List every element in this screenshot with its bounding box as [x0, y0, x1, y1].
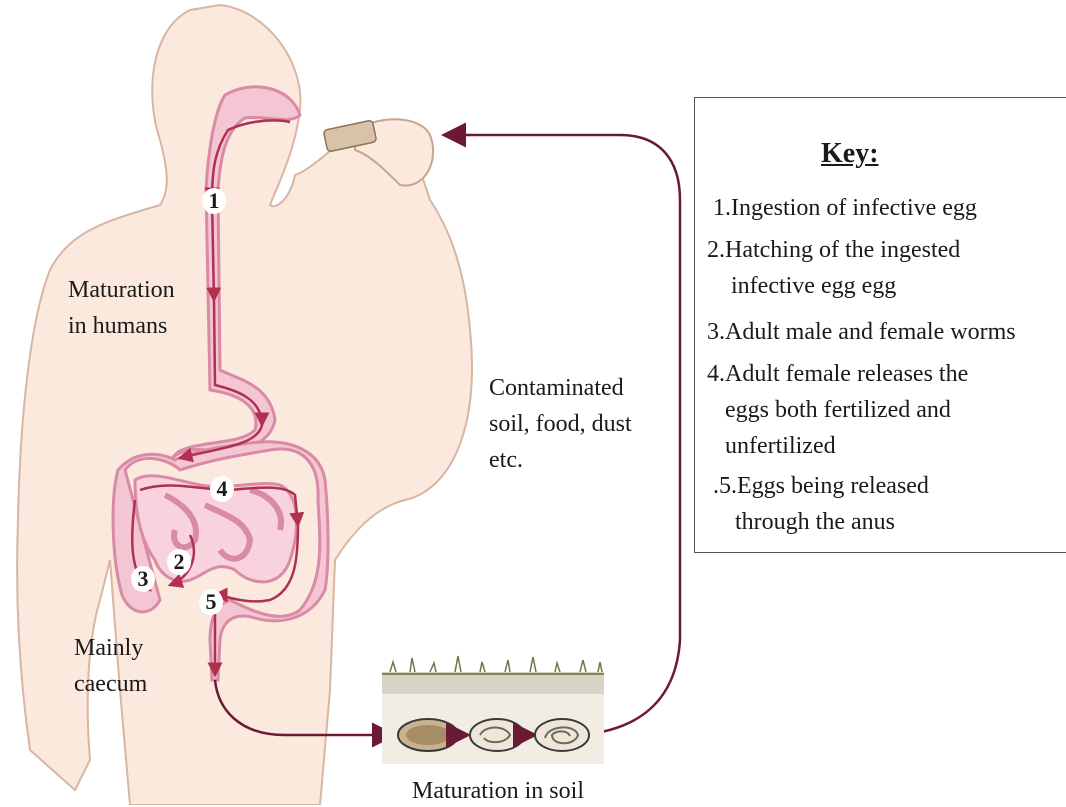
key-item-5-line1: .5.Eggs being released	[713, 468, 929, 504]
marker-step-5: 5	[199, 589, 223, 615]
key-item-4-line1: 4.Adult female releases the	[707, 356, 968, 392]
label-maturation-soil: Maturation in soil	[412, 775, 584, 807]
label-mainly-caecum-line2: caecum	[74, 668, 147, 700]
key-item-5-line2: through the anus	[735, 504, 895, 540]
egg-embryonated-infective	[535, 719, 589, 751]
label-mainly-caecum-line1: Mainly	[74, 632, 143, 664]
label-contaminated-line1: Contaminated	[489, 372, 624, 404]
egg-stages	[398, 719, 589, 751]
marker-step-4: 4	[210, 476, 234, 502]
key-item-4-line2: eggs both fertilized and	[725, 392, 951, 428]
label-contaminated-line2: soil, food, dust	[489, 408, 632, 440]
marker-step-2: 2	[167, 549, 191, 575]
key-item-4-line3: unfertilized	[725, 428, 836, 464]
key-item-2-line2: infective egg egg	[731, 268, 896, 304]
egg-unembryonated	[398, 719, 458, 751]
key-item-3: 3.Adult male and female worms	[707, 314, 1016, 350]
label-contaminated-line3: etc.	[489, 444, 523, 476]
marker-step-3: 3	[131, 566, 155, 592]
key-item-2-line1: 2.Hatching of the ingested	[707, 232, 960, 268]
key-item-1: 1.Ingestion of infective egg	[713, 190, 977, 226]
marker-step-1: 1	[202, 188, 226, 214]
key-title: Key:	[821, 138, 879, 170]
label-maturation-humans-line2: in humans	[68, 310, 167, 342]
key-legend-box: Key: 1.Ingestion of infective egg 2.Hatc…	[694, 97, 1066, 553]
label-maturation-humans-line1: Maturation	[68, 274, 175, 306]
egg-developing	[470, 719, 524, 751]
